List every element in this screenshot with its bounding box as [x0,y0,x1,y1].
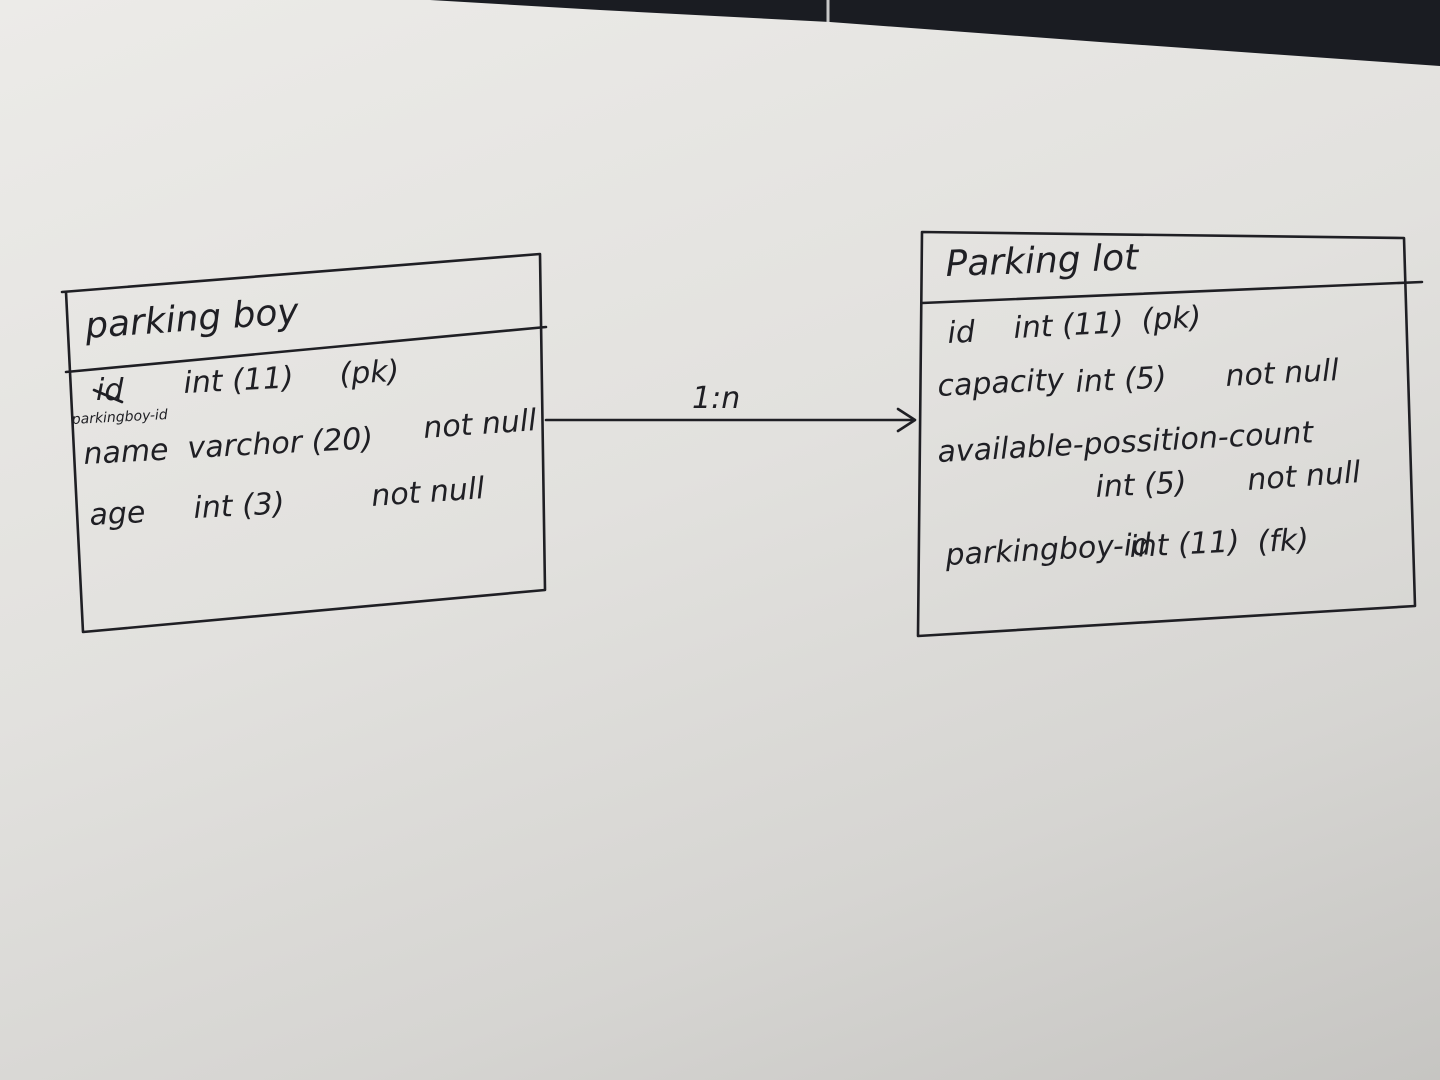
field-id-note: parkingboy-id [70,407,168,428]
field-lot-id-name: id [947,315,977,351]
scribble-mark [92,388,124,404]
entity-parking-boy: parking boy id parkingboy-id int (11) (p… [60,252,548,634]
relationship-one-to-many: 1:n [544,381,917,433]
field-lot-id-constraint: (pk) [1141,300,1203,338]
field-capacity-type: int (5) [1075,360,1168,400]
arrowhead-icon [896,407,917,433]
field-name-constraint: not null [422,403,538,446]
field-id-type: int (11) [183,360,295,401]
field-name-type: varchor (20) [187,421,374,466]
field-age-type: int (3) [193,486,286,526]
field-id-constraint: (pk) [339,354,401,392]
field-available-type: int (5) [1095,465,1188,505]
field-available-constraint: not null [1246,455,1362,498]
field-id-name: id [96,373,124,408]
field-lot-id-type: int (11) [1013,305,1125,346]
field-age-constraint: not null [370,471,486,514]
field-name-name: name [83,433,170,472]
field-capacity-name: capacity [937,362,1067,404]
background-dark-edge [430,0,1440,66]
field-parkingboy-id-name: parkingboy-id [944,527,1153,573]
entity-parking-boy-outline [60,252,547,634]
relationship-label: 1:n [692,381,740,416]
entity-parking-lot-title: Parking lot [945,237,1141,285]
field-age-name: age [89,495,147,533]
entity-parking-lot: Parking lot id int (11) (pk) capacity in… [916,230,1424,638]
field-parkingboy-id-type: int (11) [1129,524,1241,565]
field-parkingboy-id-constraint: (fk) [1257,522,1310,560]
entity-parking-lot-header-divider [920,280,1424,305]
entity-parking-boy-header-divider [64,325,548,374]
entity-parking-lot-outline [916,230,1417,638]
field-capacity-constraint: not null [1225,353,1341,394]
entity-parking-boy-title: parking boy [83,291,301,347]
